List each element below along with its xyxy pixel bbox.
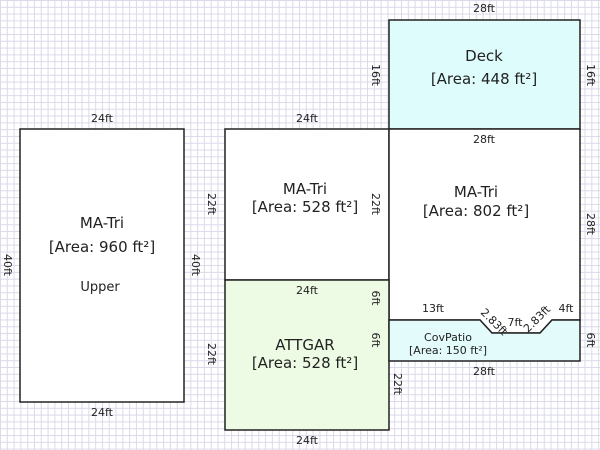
upper-extra: Upper <box>80 280 120 295</box>
covpatio-area: [Area: 150 ft²] <box>409 344 487 357</box>
upper-dim-top: 24ft <box>91 112 114 125</box>
attgar-area: [Area: 528 ft²] <box>252 354 358 372</box>
right-name: MA-Tri <box>454 183 498 201</box>
upper-area: [Area: 960 ft²] <box>49 238 155 256</box>
middle-dim-right: 22ft <box>369 193 382 216</box>
middle-name: MA-Tri <box>283 180 327 198</box>
middle-dim-top: 24ft <box>296 112 319 125</box>
upper-name: MA-Tri <box>80 214 124 232</box>
room-covpatio[interactable] <box>388 319 581 362</box>
upper-dim-bottom: 24ft <box>91 406 114 419</box>
covpatio-dim-bottom: 28ft <box>473 365 496 378</box>
right-dim-top: 28ft <box>473 133 496 146</box>
room-right[interactable] <box>388 128 581 334</box>
upper-dim-right: 40ft <box>189 254 202 277</box>
attgar-dim-left: 22ft <box>205 343 218 366</box>
middle-dim-left: 22ft <box>205 193 218 216</box>
right-seg-right: 4ft <box>559 302 575 315</box>
room-upper[interactable] <box>19 128 185 403</box>
right-dim-right: 28ft <box>584 213 597 236</box>
right-seg-mid: 7ft <box>508 316 524 329</box>
attgar-name: ATTGAR <box>275 336 334 354</box>
deck-dim-left: 16ft <box>369 64 382 87</box>
middle-area: [Area: 528 ft²] <box>252 198 358 216</box>
attgar-dim-right-upper: 6ft <box>369 333 382 349</box>
covpatio-name: CovPatio <box>424 331 472 344</box>
deck-dim-top: 28ft <box>473 2 496 15</box>
room-deck[interactable] <box>388 19 581 130</box>
room-attgar[interactable] <box>224 279 390 431</box>
right-area: [Area: 802 ft²] <box>423 202 529 220</box>
covpatio-dim-right: 6ft <box>584 333 597 349</box>
attgar-dim-bottom: 24ft <box>296 434 319 447</box>
deck-dim-right: 16ft <box>584 64 597 87</box>
upper-dim-left: 40ft <box>1 254 14 277</box>
right-dim-inner: 6ft <box>369 291 382 307</box>
attgar-dim-top: 24ft <box>296 284 319 297</box>
attgar-dim-right-lower: 22ft <box>391 373 404 396</box>
deck-area: [Area: 448 ft²] <box>431 70 537 88</box>
right-seg-left: 13ft <box>422 302 445 315</box>
room-middle[interactable] <box>224 128 390 281</box>
deck-name: Deck <box>465 47 503 65</box>
